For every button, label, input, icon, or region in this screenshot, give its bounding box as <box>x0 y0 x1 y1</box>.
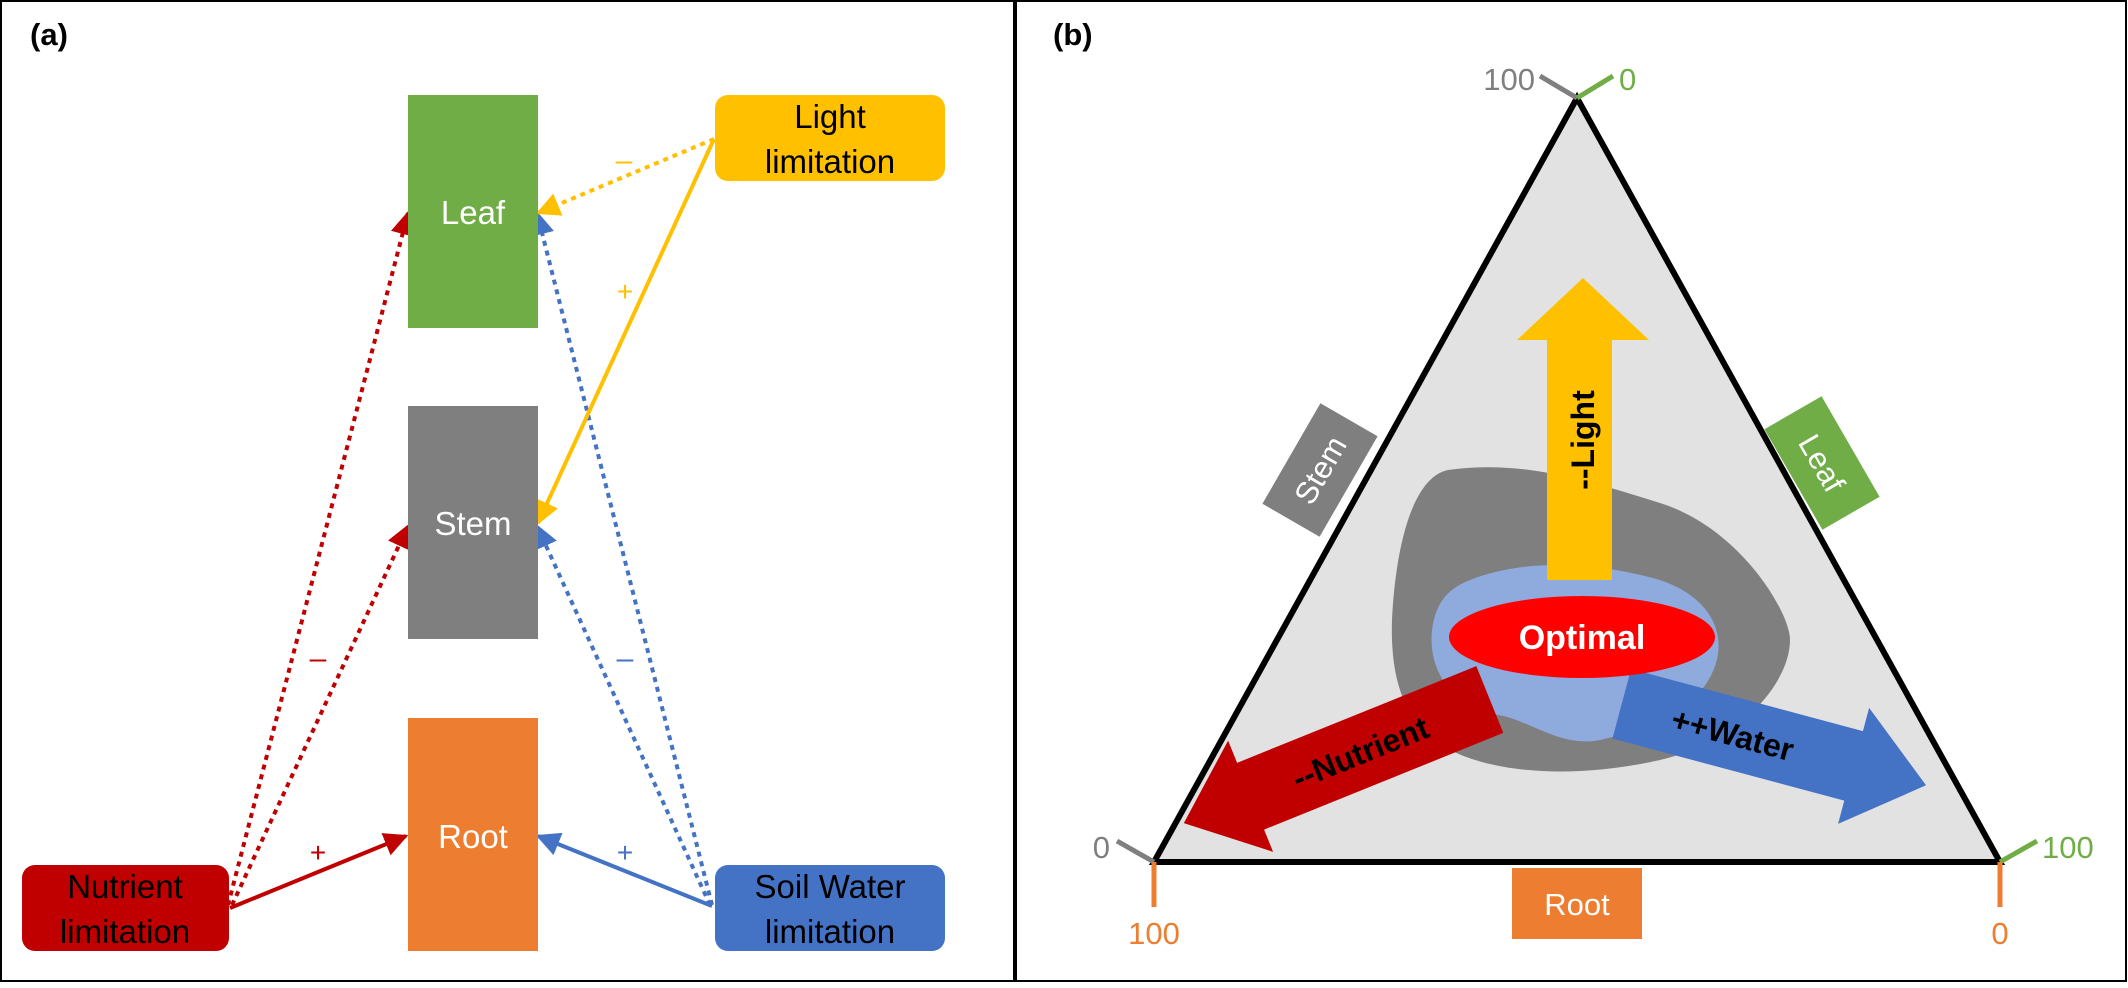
panel-b-frame <box>1015 0 2127 982</box>
tick-label-left-grey: 0 <box>1093 830 1110 865</box>
tick-top-green <box>1575 73 1615 101</box>
nutrient-limitation-line2: limitation <box>60 913 190 950</box>
sign-light-leaf: – <box>616 144 633 177</box>
leaf-side-label: Leaf <box>1764 396 1880 530</box>
light-arrow-label: --Light <box>1565 390 1601 490</box>
sign-nutrient-root: + <box>310 837 326 868</box>
nutrient-to-leaf-arrow <box>226 210 415 906</box>
tick-label-left-orange: 100 <box>1128 916 1180 951</box>
optimal-ellipse: Optimal <box>1449 596 1715 678</box>
sign-water-root: + <box>617 837 633 868</box>
tick-label-top-right: 0 <box>1619 62 1636 97</box>
leaf-box-label: Leaf <box>441 194 506 231</box>
water-to-root-arrow <box>535 832 713 908</box>
root-box-label: Root <box>438 818 508 855</box>
water-to-leaf-arrow <box>530 210 714 906</box>
panel-a-label: (a) <box>30 17 68 52</box>
light-limitation-line1: Light <box>794 98 866 135</box>
optimal-label: Optimal <box>1519 619 1646 657</box>
water-arrow: ++Water <box>1612 668 1927 824</box>
nutrient-limitation-box: Nutrient limitation <box>22 865 229 951</box>
nutrient-limitation-line1: Nutrient <box>67 868 183 905</box>
leaf-box: Leaf <box>408 95 538 328</box>
sign-nutrient-stem: – <box>310 642 327 675</box>
water-limitation-box: Soil Water limitation <box>715 865 945 951</box>
light-to-leaf-arrow <box>535 137 715 216</box>
panel-a-frame <box>0 0 1015 982</box>
nutrient-to-root-arrow <box>229 833 409 910</box>
stem-box-label: Stem <box>434 505 511 542</box>
root-side-label: Root <box>1512 868 1642 939</box>
light-limitation-line2: limitation <box>765 143 895 180</box>
water-limitation-line2: limitation <box>765 913 895 950</box>
tick-label-top-left: 100 <box>1483 62 1535 97</box>
panel-b-label: (b) <box>1053 17 1093 52</box>
light-to-stem-arrow <box>536 138 716 526</box>
tick-top-grey <box>1538 73 1579 101</box>
sign-light-stem: + <box>617 276 633 307</box>
panel-a-connections <box>226 137 716 910</box>
root-box: Root <box>408 718 538 951</box>
tick-left-grey <box>1115 838 1156 865</box>
tick-label-right-orange: 0 <box>1991 916 2008 951</box>
light-arrow: --Light <box>1517 278 1649 580</box>
water-limitation-line1: Soil Water <box>755 868 906 905</box>
tick-label-right-green: 100 <box>2042 830 2094 865</box>
light-limitation-box: Light limitation <box>715 95 945 181</box>
root-side-label-text: Root <box>1544 887 1610 922</box>
sign-water-stem: – <box>617 642 634 675</box>
stem-box: Stem <box>408 406 538 639</box>
tick-right-green <box>1998 838 2039 865</box>
